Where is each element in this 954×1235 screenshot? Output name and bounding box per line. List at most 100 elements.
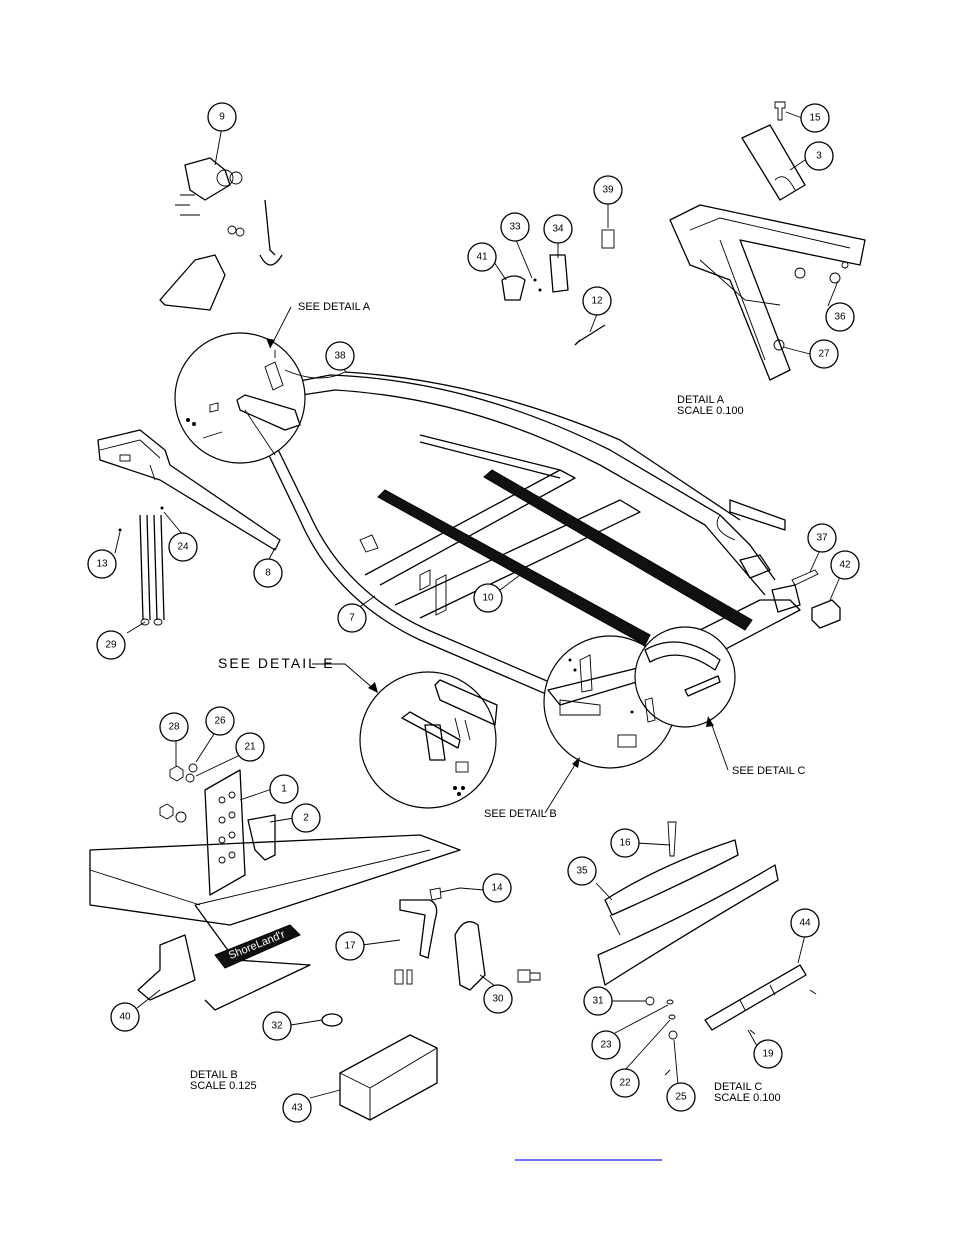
- balloon-23: 23: [591, 1030, 621, 1060]
- leader-lines: [114, 111, 841, 1099]
- detail-c-scale: SCALE 0.100: [714, 1092, 781, 1104]
- svg-text:33: 33: [509, 222, 521, 233]
- svg-text:9: 9: [219, 112, 225, 123]
- balloon-15: 15: [800, 103, 830, 133]
- svg-text:10: 10: [482, 593, 494, 604]
- svg-text:28: 28: [168, 722, 180, 733]
- svg-text:27: 27: [818, 349, 830, 360]
- svg-text:12: 12: [591, 296, 603, 307]
- svg-text:30: 30: [492, 994, 504, 1005]
- balloon-36: 36: [825, 302, 855, 332]
- part-balloons: 9 15 3 39 33 34 41 12 36 27 38 13 24 8 2…: [87, 102, 860, 1123]
- balloon-26: 26: [205, 706, 235, 736]
- balloon-12: 12: [582, 286, 612, 316]
- svg-text:32: 32: [271, 1021, 283, 1032]
- svg-text:29: 29: [105, 640, 117, 651]
- see-detail-b-label: SEE DETAIL B: [484, 808, 557, 820]
- svg-text:17: 17: [344, 941, 356, 952]
- svg-text:1: 1: [281, 784, 287, 795]
- balloon-31: 31: [583, 986, 613, 1016]
- detail-a-view: [669, 101, 866, 381]
- svg-text:3: 3: [816, 151, 822, 162]
- balloon-9: 9: [207, 102, 237, 132]
- hardware-parts-top: [501, 229, 615, 346]
- balloon-19: 19: [753, 1039, 783, 1069]
- balloon-43: 43: [282, 1093, 312, 1123]
- detail-e-inset-circle: [359, 671, 498, 809]
- balloon-37: 37: [807, 523, 837, 553]
- balloon-30: 30: [483, 984, 513, 1014]
- svg-text:7: 7: [349, 613, 355, 624]
- svg-text:2: 2: [303, 813, 309, 824]
- balloon-24: 24: [168, 532, 198, 562]
- balloon-7: 7: [337, 603, 367, 633]
- detail-c-inset-circle: [634, 626, 736, 728]
- balloon-3: 3: [804, 141, 834, 171]
- svg-text:15: 15: [809, 113, 821, 124]
- svg-text:16: 16: [619, 838, 631, 849]
- balloon-29: 29: [96, 630, 126, 660]
- balloon-1: 1: [269, 774, 299, 804]
- svg-text:36: 36: [834, 312, 846, 323]
- detail-a-inset-circle: [174, 332, 346, 464]
- svg-text:41: 41: [476, 252, 488, 263]
- balloon-22: 22: [610, 1068, 640, 1098]
- balloon-32: 32: [262, 1011, 292, 1041]
- svg-text:19: 19: [762, 1049, 774, 1060]
- detail-b-title: DETAIL B: [190, 1069, 238, 1081]
- svg-text:38: 38: [334, 351, 346, 362]
- svg-text:39: 39: [602, 185, 614, 196]
- balloon-40: 40: [110, 1002, 140, 1032]
- detail-a-scale: SCALE 0.100: [677, 405, 744, 417]
- balloon-16: 16: [610, 828, 640, 858]
- svg-text:14: 14: [491, 883, 503, 894]
- balloon-8: 8: [253, 558, 283, 588]
- svg-text:24: 24: [177, 542, 189, 553]
- balloon-10: 10: [473, 583, 503, 613]
- detail-c-title: DETAIL C: [714, 1081, 762, 1093]
- detail-b-scale: SCALE 0.125: [190, 1080, 257, 1092]
- svg-text:13: 13: [96, 559, 108, 570]
- balloon-27: 27: [809, 339, 839, 369]
- svg-text:34: 34: [552, 224, 564, 235]
- balloon-14: 14: [482, 873, 512, 903]
- see-detail-e-label: SEE DETAIL E: [218, 655, 335, 671]
- svg-text:26: 26: [214, 716, 226, 727]
- svg-text:35: 35: [576, 866, 588, 877]
- balloon-42: 42: [830, 550, 860, 580]
- winch-stand: [159, 157, 283, 311]
- balloon-21: 21: [235, 732, 265, 762]
- balloon-34: 34: [543, 214, 573, 244]
- tongue-assembly: [97, 429, 281, 551]
- balloon-38: 38: [325, 341, 355, 371]
- balloon-2: 2: [291, 803, 321, 833]
- svg-text:22: 22: [619, 1078, 631, 1089]
- svg-text:8: 8: [265, 568, 271, 579]
- see-detail-a-label: SEE DETAIL A: [298, 301, 371, 313]
- svg-text:37: 37: [816, 533, 828, 544]
- balloon-44: 44: [790, 908, 820, 938]
- balloon-41: 41: [467, 242, 497, 272]
- rear-parts: [791, 569, 841, 629]
- svg-text:42: 42: [839, 560, 851, 571]
- svg-text:44: 44: [799, 918, 811, 929]
- bunk-boards: [377, 469, 753, 646]
- balloon-33: 33: [500, 212, 530, 242]
- svg-text:21: 21: [244, 742, 256, 753]
- winch-strap: [344, 371, 741, 521]
- balloon-13: 13: [87, 549, 117, 579]
- svg-text:25: 25: [675, 1092, 687, 1103]
- balloon-28: 28: [159, 712, 189, 742]
- safety-chains: [118, 506, 165, 626]
- balloon-39: 39: [593, 175, 623, 205]
- balloon-35: 35: [567, 856, 597, 886]
- svg-text:40: 40: [119, 1012, 131, 1023]
- balloon-17: 17: [335, 931, 365, 961]
- detail-c-view: [597, 821, 817, 1076]
- svg-text:43: 43: [291, 1103, 303, 1114]
- svg-text:23: 23: [600, 1040, 612, 1051]
- svg-text:31: 31: [592, 996, 604, 1007]
- detail-a-title: DETAIL A: [677, 394, 725, 406]
